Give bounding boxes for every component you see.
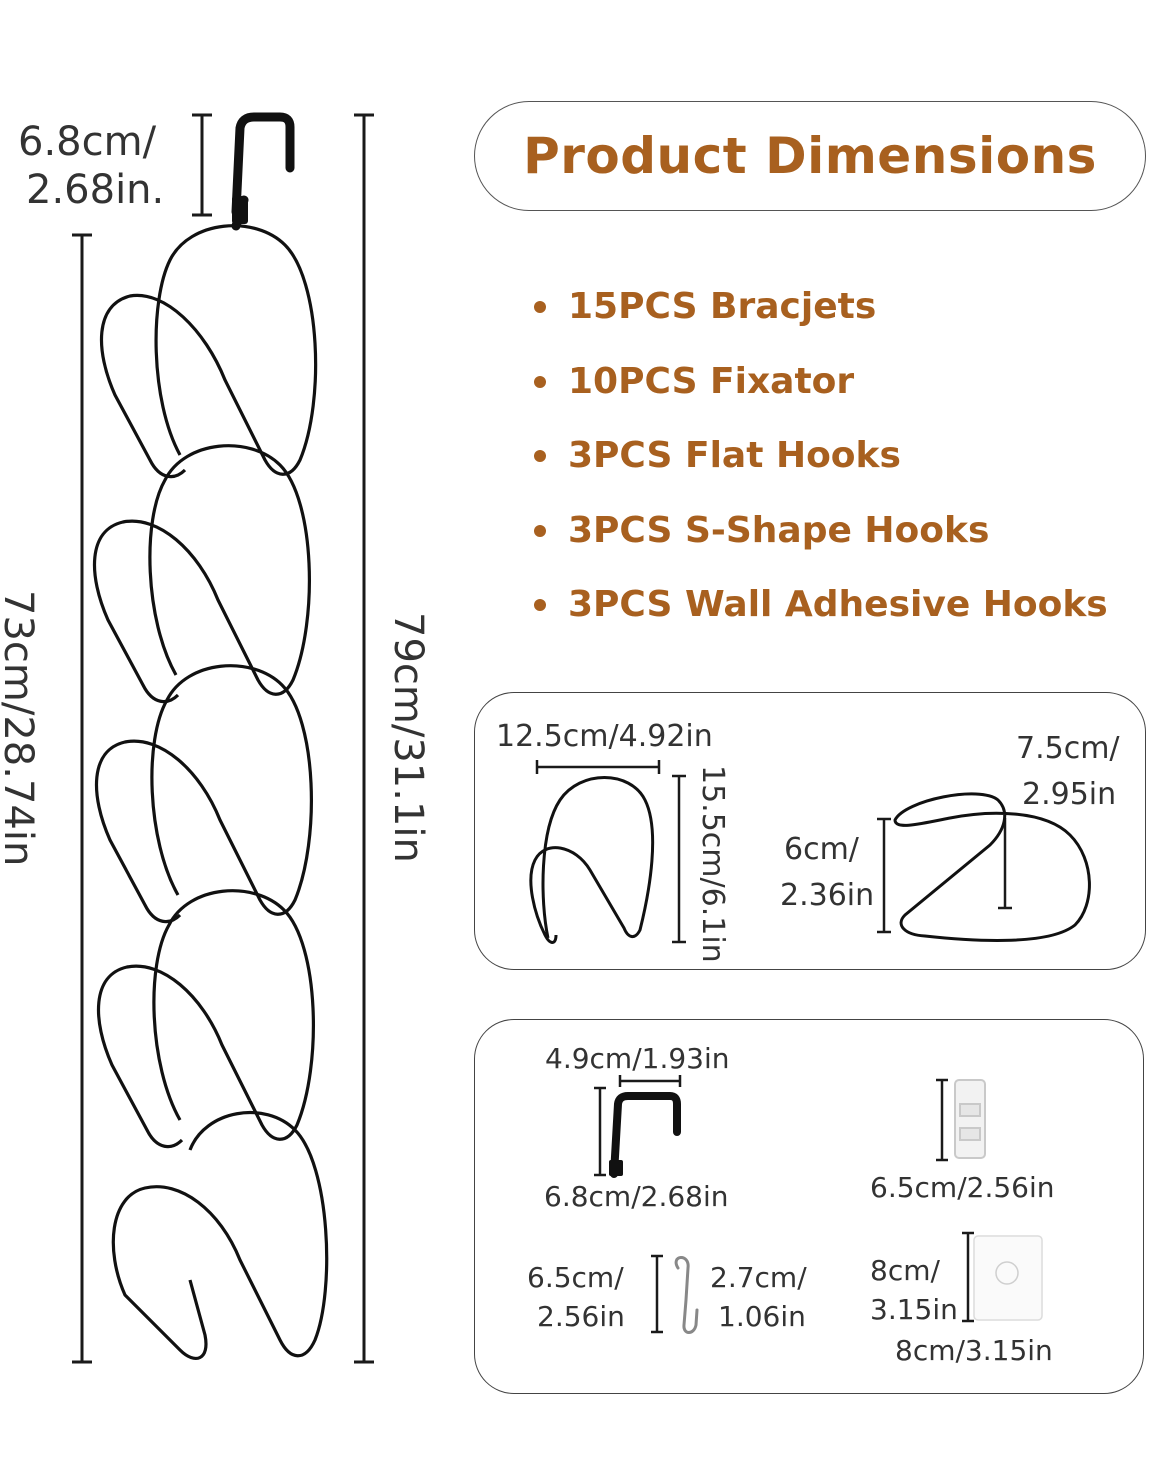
s-hook-height-label-line1: 6.5cm/ <box>527 1261 624 1294</box>
bullet-icon <box>534 375 546 388</box>
adhesive-height-label-line2: 3.15in <box>870 1293 958 1326</box>
bracket-front-icon <box>529 776 655 944</box>
page-title: Product Dimensions <box>523 127 1097 185</box>
list-item: 15PCS Bracjets <box>534 270 1108 345</box>
adhesive-hook-icon <box>973 1235 1043 1321</box>
s-hook-height-label-line2: 2.56in <box>537 1300 625 1333</box>
flat-hook-width-label: 4.9cm/1.93in <box>545 1042 730 1075</box>
list-item: 3PCS S-Shape Hooks <box>534 494 1108 569</box>
s-hook-width-label-line2: 1.06in <box>718 1300 806 1333</box>
list-item: 3PCS Flat Hooks <box>534 419 1108 494</box>
bracket-dimensions-box <box>474 692 1146 970</box>
adhesive-height-label-line1: 8cm/ <box>870 1254 940 1287</box>
bullet-icon <box>534 450 546 463</box>
fixator-height-label: 6.5cm/2.56in <box>870 1171 1055 1204</box>
fixator-icon <box>954 1079 986 1159</box>
hook-height-label-line1: 6.8cm/ <box>18 119 157 165</box>
bracket-side-icon <box>893 792 1091 942</box>
accessories-box <box>474 1019 1144 1394</box>
flat-hook-icon <box>610 1092 681 1178</box>
list-item: 3PCS Wall Adhesive Hooks <box>534 568 1108 643</box>
hook-height-bar <box>192 113 212 217</box>
total-length-bar <box>354 113 374 1364</box>
adhesive-width-label: 8cm/3.15in <box>895 1334 1053 1367</box>
s-hook-width-label-line1: 2.7cm/ <box>710 1261 807 1294</box>
bracket-width-label: 12.5cm/4.92in <box>496 719 713 754</box>
contents-list: 15PCS Bracjets 10PCS Fixator 3PCS Flat H… <box>534 270 1108 643</box>
bracket-depth-label-line1: 7.5cm/ <box>1016 731 1120 766</box>
hook-height-label-line2: 2.68in. <box>26 167 165 213</box>
bullet-icon <box>534 599 546 612</box>
bracket-side-height-label-line2: 2.36in <box>780 878 875 913</box>
list-item: 10PCS Fixator <box>534 345 1108 420</box>
s-hook-icon <box>674 1256 699 1334</box>
bracket-loops <box>92 224 329 1361</box>
title-pill: Product Dimensions <box>474 101 1146 211</box>
bracket-side-height-label-line1: 6cm/ <box>784 832 859 867</box>
body-length-bar <box>72 233 92 1364</box>
bracket-depth-label-line2: 2.95in <box>1022 777 1117 812</box>
flat-hook-height-label: 6.8cm/2.68in <box>544 1180 729 1213</box>
bullet-icon <box>534 301 546 314</box>
bullet-icon <box>534 524 546 537</box>
